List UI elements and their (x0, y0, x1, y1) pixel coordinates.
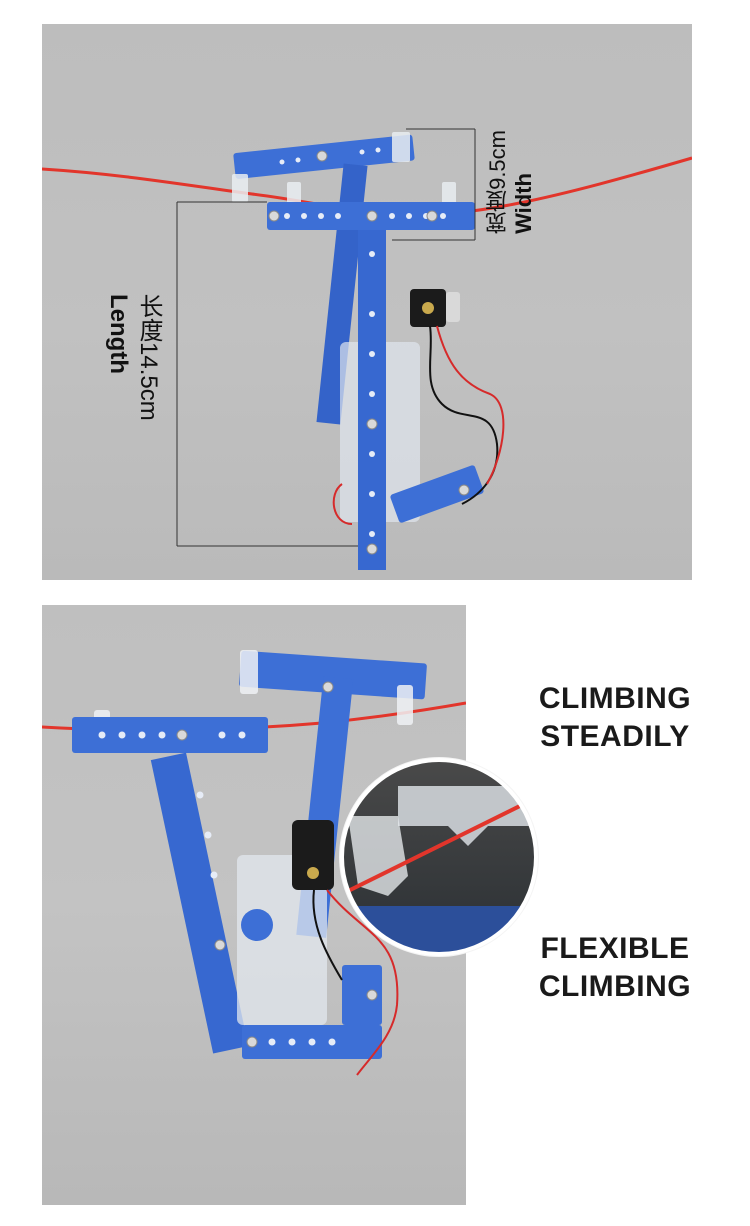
length-dimension-label: 长度14.5cm Length (100, 294, 162, 421)
screws (268, 150, 470, 555)
front-frame (72, 717, 382, 1059)
length-value: 长度14.5cm (135, 294, 162, 421)
product-photo-dimensions (42, 24, 692, 580)
length-word: Length (105, 294, 132, 374)
front-frame (267, 202, 484, 570)
zoom-lens-closeup (339, 757, 539, 957)
screws (176, 681, 378, 1048)
width-dimension-label: 宽度9.5cm Width (485, 130, 539, 234)
climbing-robot-illustration (42, 128, 692, 570)
motor (292, 820, 334, 890)
frame-holes (279, 147, 446, 537)
motor (410, 289, 460, 327)
climbing-robot-closeup-illustration (42, 650, 466, 1076)
width-value: 宽度9.5cm (485, 130, 510, 234)
gear (241, 909, 273, 941)
width-word: Width (511, 173, 536, 234)
caption-climbing-steadily: CLIMBING STEADILY (538, 682, 692, 753)
gearbox (237, 855, 327, 1025)
caption-flexible-climbing: FLEXIBLE CLIMBING (538, 932, 692, 1003)
dimension-lines (176, 128, 476, 547)
acrylic-hooks (232, 132, 456, 206)
frame-holes (98, 731, 336, 1046)
